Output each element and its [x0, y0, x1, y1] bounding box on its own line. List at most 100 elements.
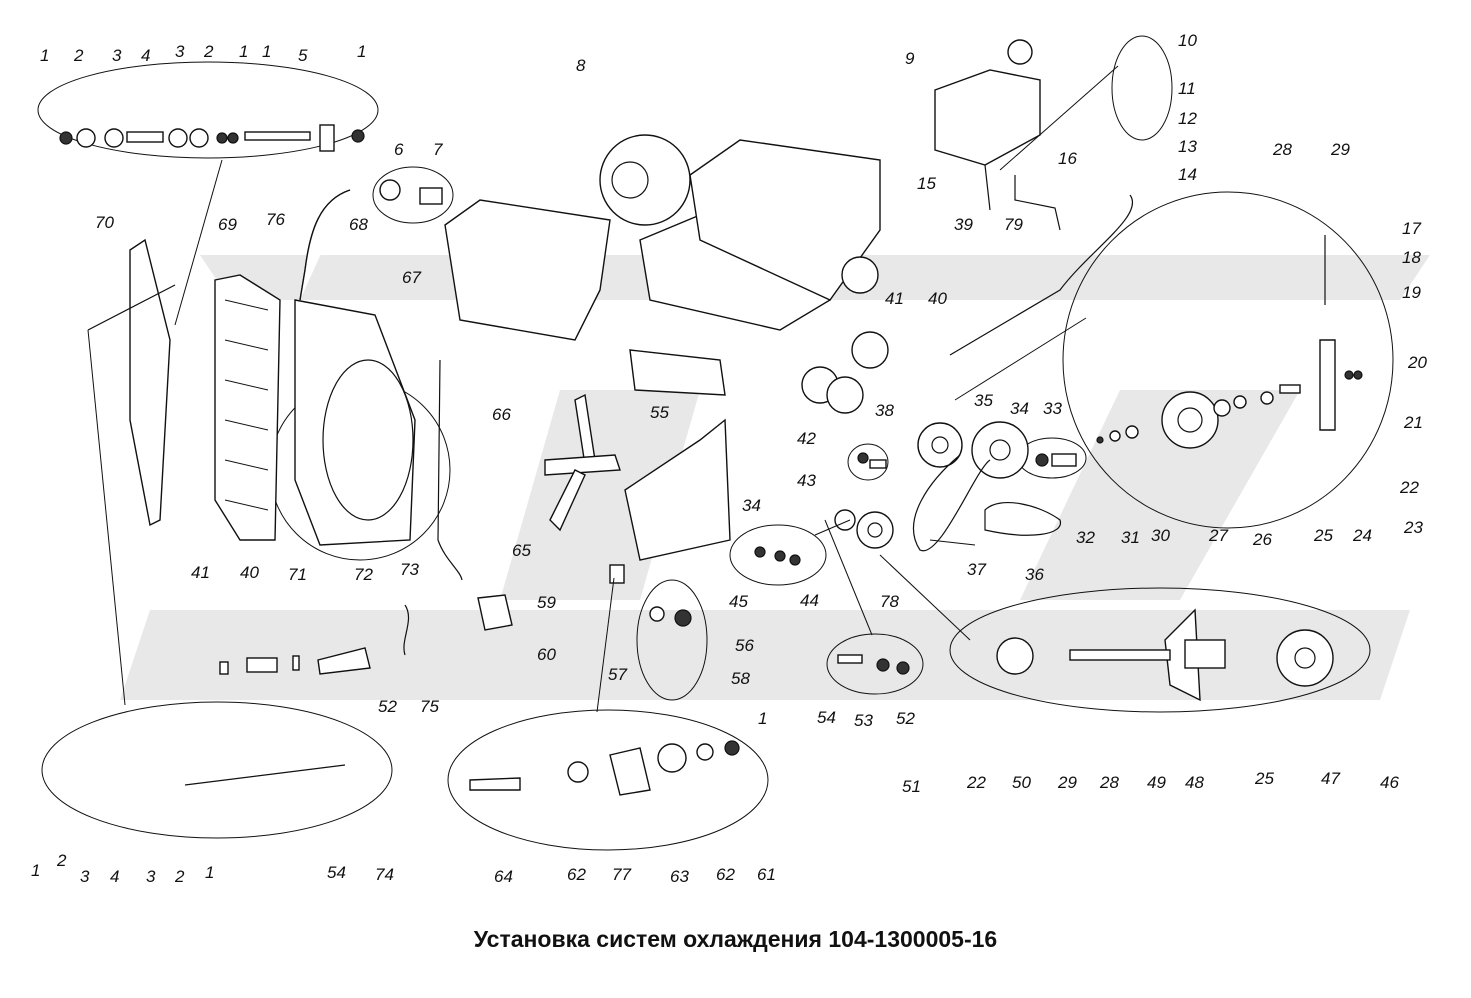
- label-36: 36: [1025, 565, 1044, 584]
- label-46: 46: [1380, 773, 1399, 792]
- label-1d: 1: [357, 42, 366, 61]
- label-40a: 40: [928, 289, 947, 308]
- label-1e: 1: [758, 709, 767, 728]
- label-16: 16: [1058, 149, 1077, 168]
- label-15: 15: [917, 174, 936, 193]
- label-59: 59: [537, 593, 556, 612]
- label-49: 49: [1147, 773, 1166, 792]
- drawing-parts: [59, 39, 1363, 796]
- label-52b: 52: [378, 697, 397, 716]
- label-70: 70: [95, 213, 114, 232]
- label-52a: 52: [896, 709, 915, 728]
- label-42: 42: [797, 429, 816, 448]
- label-1c: 1: [262, 42, 271, 61]
- label-2c: 2: [56, 851, 67, 870]
- label-6: 6: [394, 140, 404, 159]
- label-3a: 3: [112, 46, 122, 65]
- label-68: 68: [349, 215, 368, 234]
- label-57: 57: [608, 665, 627, 684]
- label-29b: 29: [1057, 773, 1077, 792]
- label-25b: 25: [1254, 769, 1274, 788]
- label-22a: 22: [1399, 478, 1419, 497]
- label-54b: 54: [327, 863, 346, 882]
- label-74: 74: [375, 865, 394, 884]
- label-18: 18: [1402, 248, 1421, 267]
- label-48: 48: [1185, 773, 1204, 792]
- label-53: 53: [854, 711, 873, 730]
- engine-block: [444, 199, 611, 341]
- label-1b: 1: [239, 42, 248, 61]
- label-12: 12: [1178, 109, 1197, 128]
- label-38: 38: [875, 401, 894, 420]
- label-61: 61: [757, 865, 776, 884]
- label-60: 60: [537, 645, 556, 664]
- label-29a: 29: [1330, 140, 1350, 159]
- label-22b: 22: [966, 773, 986, 792]
- label-41a: 41: [885, 289, 904, 308]
- expansion-tank: [934, 69, 1041, 166]
- label-10: 10: [1178, 31, 1197, 50]
- fan-cowl: [294, 299, 416, 546]
- label-5: 5: [298, 46, 308, 65]
- label-3b: 3: [175, 42, 185, 61]
- label-41b: 41: [191, 563, 210, 582]
- label-72: 72: [354, 565, 373, 584]
- label-11: 11: [1178, 79, 1196, 98]
- label-1g: 1: [205, 863, 214, 882]
- label-27: 27: [1208, 526, 1228, 545]
- label-23: 23: [1403, 518, 1423, 537]
- label-34a: 34: [1010, 399, 1029, 418]
- label-8: 8: [576, 56, 586, 75]
- label-34b: 34: [742, 496, 761, 515]
- label-37: 37: [967, 560, 986, 579]
- label-31: 31: [1121, 528, 1140, 547]
- label-32: 32: [1076, 528, 1095, 547]
- label-43: 43: [797, 471, 816, 490]
- label-19: 19: [1402, 283, 1421, 302]
- label-9: 9: [905, 49, 915, 68]
- label-47: 47: [1321, 769, 1340, 788]
- label-79: 79: [1004, 215, 1023, 234]
- label-20: 20: [1407, 353, 1427, 372]
- label-14: 14: [1178, 165, 1197, 184]
- label-28a: 28: [1272, 140, 1292, 159]
- label-17: 17: [1402, 219, 1421, 238]
- label-75: 75: [420, 697, 439, 716]
- part-number-labels: 1 2 3 4 3 2 1 1 5 1 6 7 8 9 10 11 12 13 …: [31, 31, 1427, 886]
- label-4b: 4: [110, 867, 119, 886]
- label-45: 45: [729, 592, 748, 611]
- label-2d: 2: [174, 867, 185, 886]
- label-3c: 3: [80, 867, 90, 886]
- label-28b: 28: [1099, 773, 1119, 792]
- label-33: 33: [1043, 399, 1062, 418]
- label-62a: 62: [567, 865, 586, 884]
- label-55: 55: [650, 403, 669, 422]
- fan-shroud-frame: [129, 238, 171, 527]
- radiator: [214, 274, 281, 541]
- label-54a: 54: [817, 708, 836, 727]
- label-4a: 4: [141, 46, 150, 65]
- label-56: 56: [735, 636, 754, 655]
- label-13: 13: [1178, 137, 1197, 156]
- label-30: 30: [1151, 526, 1170, 545]
- leader-lines: [87, 65, 1119, 713]
- label-24: 24: [1352, 526, 1372, 545]
- label-67: 67: [402, 268, 421, 287]
- label-3d: 3: [146, 867, 156, 886]
- label-1f: 1: [31, 861, 40, 880]
- diagram-title: Установка систем охлаждения 104-1300005-…: [473, 926, 998, 952]
- label-25a: 25: [1313, 526, 1333, 545]
- label-35: 35: [974, 391, 993, 410]
- label-2a: 2: [73, 46, 84, 65]
- label-26: 26: [1252, 530, 1272, 549]
- label-71: 71: [288, 565, 307, 584]
- label-58: 58: [731, 669, 750, 688]
- label-7: 7: [433, 140, 443, 159]
- label-78: 78: [880, 592, 899, 611]
- label-63: 63: [670, 867, 689, 886]
- label-40b: 40: [240, 563, 259, 582]
- label-39: 39: [954, 215, 973, 234]
- label-50: 50: [1012, 773, 1031, 792]
- label-2b: 2: [203, 42, 214, 61]
